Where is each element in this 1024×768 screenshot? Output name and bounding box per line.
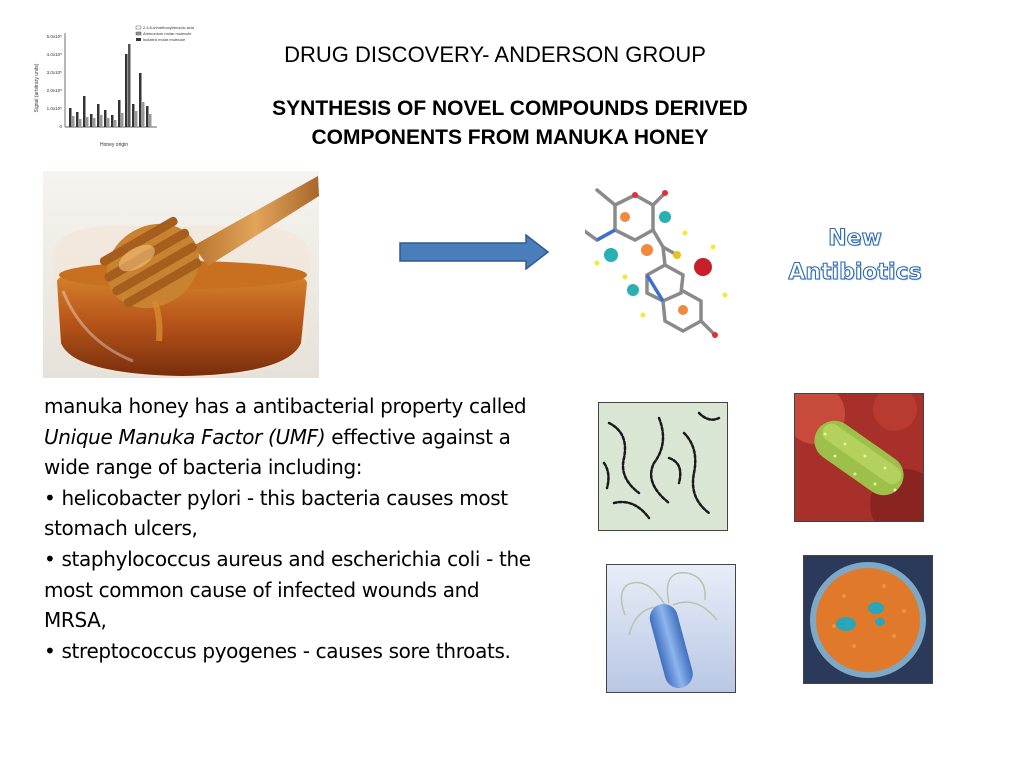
thumb-y-tick: 0 — [59, 124, 62, 129]
thumb-y-label: Signal (arbitrary units) — [34, 63, 40, 112]
intro-text: manuka honey has a antibacterial propert… — [44, 394, 527, 418]
thumb-legend-item: 2,4,6-trimethoxybenzoic acid — [143, 25, 194, 30]
honey-origin-chart-thumbnail: Signal (arbitrary units) 5.0x10⁵ 4.0x10⁵… — [32, 18, 212, 158]
bacteria-micrograph-staphylococcus — [803, 555, 933, 684]
bacteria-micrograph-streptococcus — [598, 402, 728, 531]
bullet-item: • streptococcus pyogenes - causes sore t… — [44, 638, 511, 663]
page-title-line2: COMPONENTS FROM MANUKA HONEY — [311, 126, 709, 149]
new-antibiotics-label: New Antibiotics — [770, 222, 940, 290]
new-antibiotics-line2: Antibiotics — [788, 259, 922, 285]
thumb-y-tick: 5.0x10⁵ — [47, 34, 63, 39]
thumb-legend-item: Isolated molar molecule — [143, 37, 186, 42]
bullet-item: • helicobacter pylori - this bacteria ca… — [44, 485, 508, 541]
intro-text-end: effective against a wide range of bacter… — [44, 424, 511, 480]
thumb-legend: 2,4,6-trimethoxybenzoic acid Ammonium mo… — [135, 25, 194, 42]
new-antibiotics-line1: New — [828, 225, 883, 251]
description-text: manuka honey has a antibacterial propert… — [44, 391, 544, 666]
thumb-y-tick: 1.0x10⁵ — [47, 106, 63, 111]
bullet-item: • staphylococcus aureus and escherichia … — [44, 546, 531, 633]
umf-term: Unique Manuka Factor (UMF) — [44, 424, 326, 449]
thumb-legend-item: Ammonium molar molecule — [143, 31, 192, 36]
molecule-structure-image — [585, 185, 735, 345]
thumb-y-tick: 4.0x10⁵ — [47, 52, 63, 57]
group-title: DRUG DISCOVERY- ANDERSON GROUP — [284, 42, 706, 67]
description-intro: manuka honey has a antibacterial propert… — [44, 391, 544, 483]
thumb-x-label: Honey origin — [100, 142, 128, 148]
honey-dipper-photo — [43, 171, 319, 378]
page-title-line1: SYNTHESIS OF NOVEL COMPOUNDS DERIVED — [272, 97, 748, 120]
thumb-bars — [69, 44, 152, 127]
thumb-y-tick: 3.0x10⁵ — [47, 70, 63, 75]
page-title: SYNTHESIS OF NOVEL COMPOUNDS DERIVED COM… — [205, 94, 815, 152]
thumb-y-ticks: 5.0x10⁵ 4.0x10⁵ 3.0x10⁵ 2.0x10⁵ 1.0x10⁵ … — [47, 34, 63, 129]
thumb-y-tick: 2.0x10⁵ — [47, 88, 63, 93]
bacteria-illustration-helicobacter — [606, 564, 736, 693]
bacteria-micrograph-ecoli — [794, 393, 924, 522]
right-arrow-icon — [399, 234, 550, 270]
